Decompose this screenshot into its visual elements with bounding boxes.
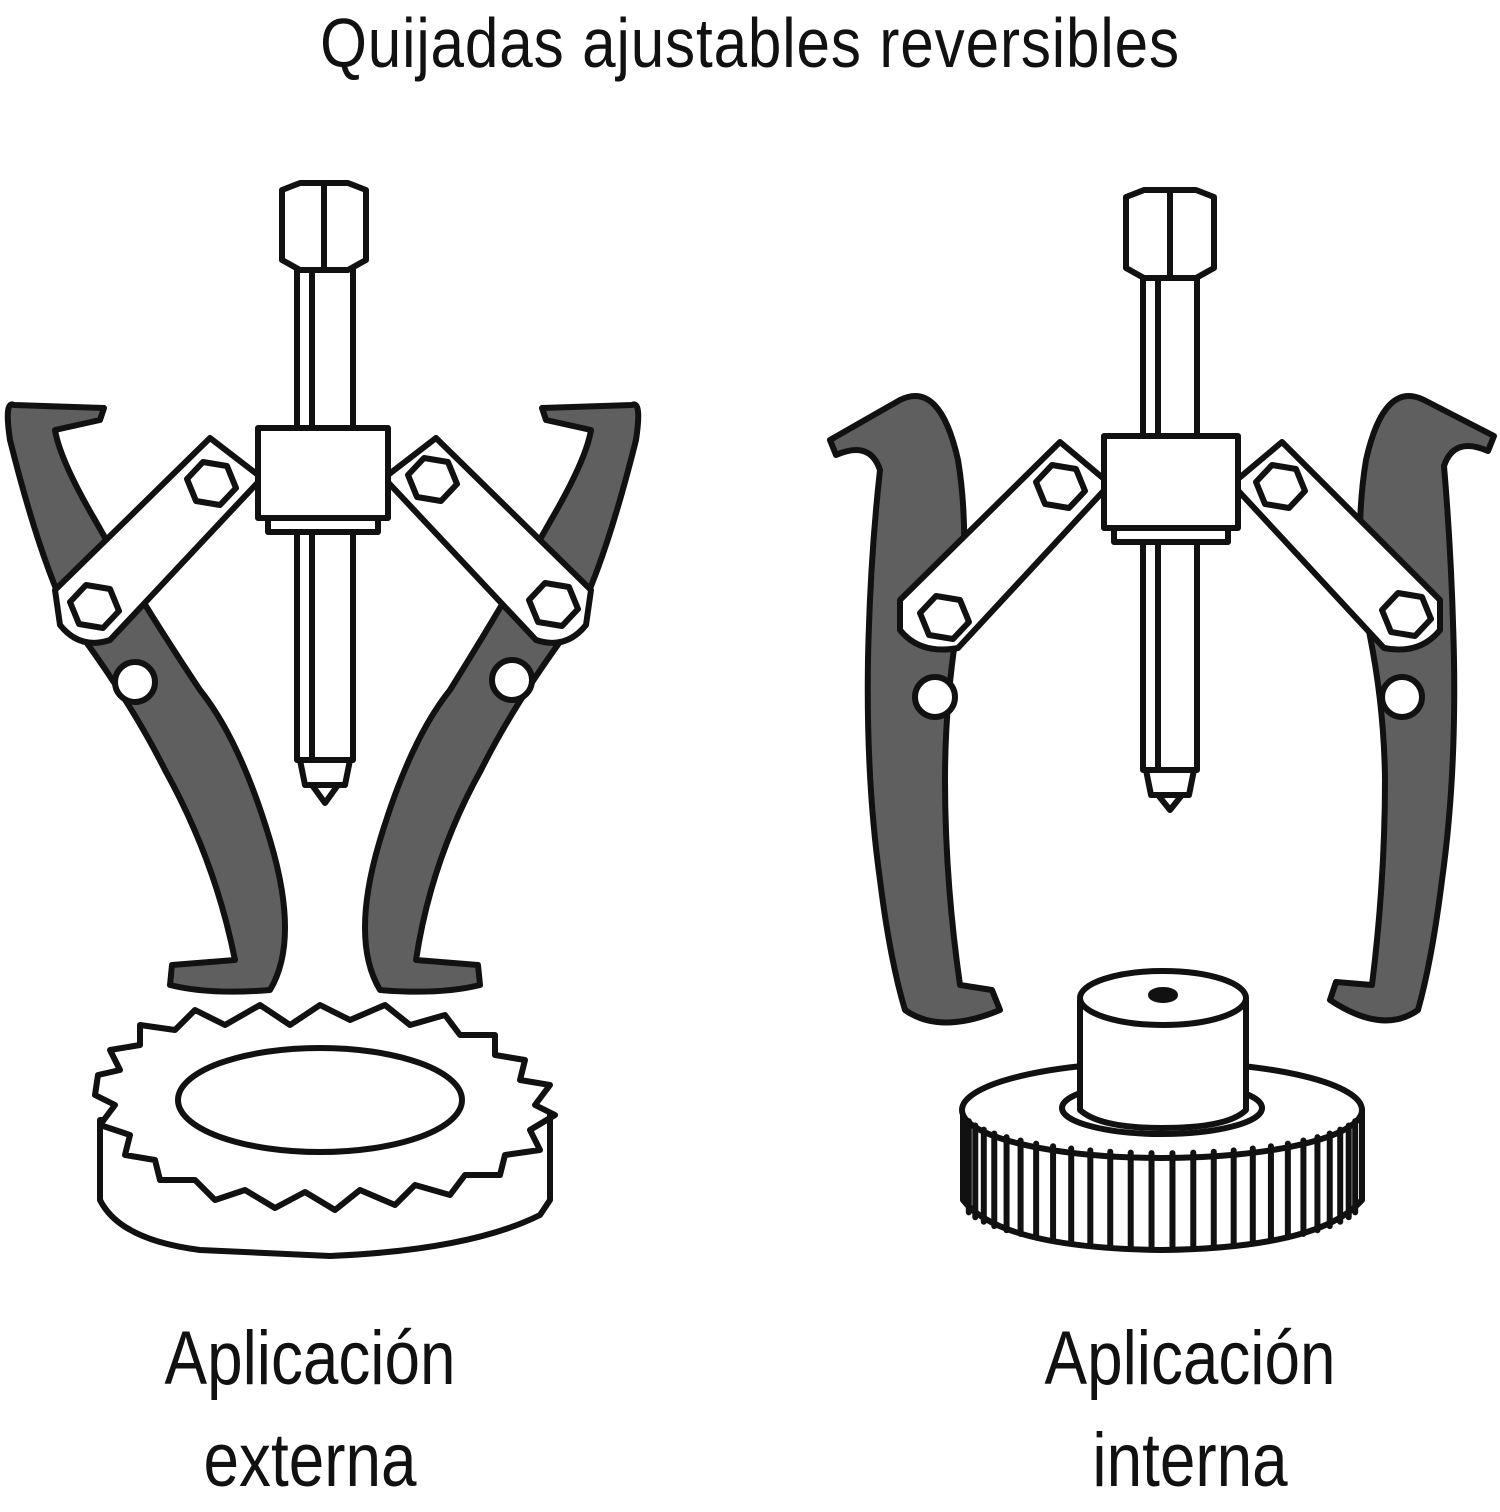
caption-internal-line2: interna (1092, 1418, 1288, 1503)
gear-puller-external-icon (4, 180, 642, 995)
caption-internal: Aplicación interna (972, 1308, 1409, 1512)
caption-external: Aplicación externa (92, 1308, 529, 1512)
caption-internal-line1: Aplicación (1044, 1316, 1336, 1401)
center-block-right-icon (1101, 433, 1241, 531)
left-jaw-reversed-icon (827, 393, 1003, 1026)
center-block-icon (255, 425, 391, 521)
spur-gear-icon (92, 1002, 558, 1259)
caption-external-line1: Aplicación (164, 1316, 456, 1401)
gear-puller-internal-icon (827, 187, 1497, 1026)
hub-gear-icon (959, 968, 1365, 1253)
caption-external-line2: externa (203, 1418, 417, 1503)
knurl-lines (965, 1118, 1359, 1249)
page-title: Quijadas ajustables reversibles (320, 4, 1180, 82)
